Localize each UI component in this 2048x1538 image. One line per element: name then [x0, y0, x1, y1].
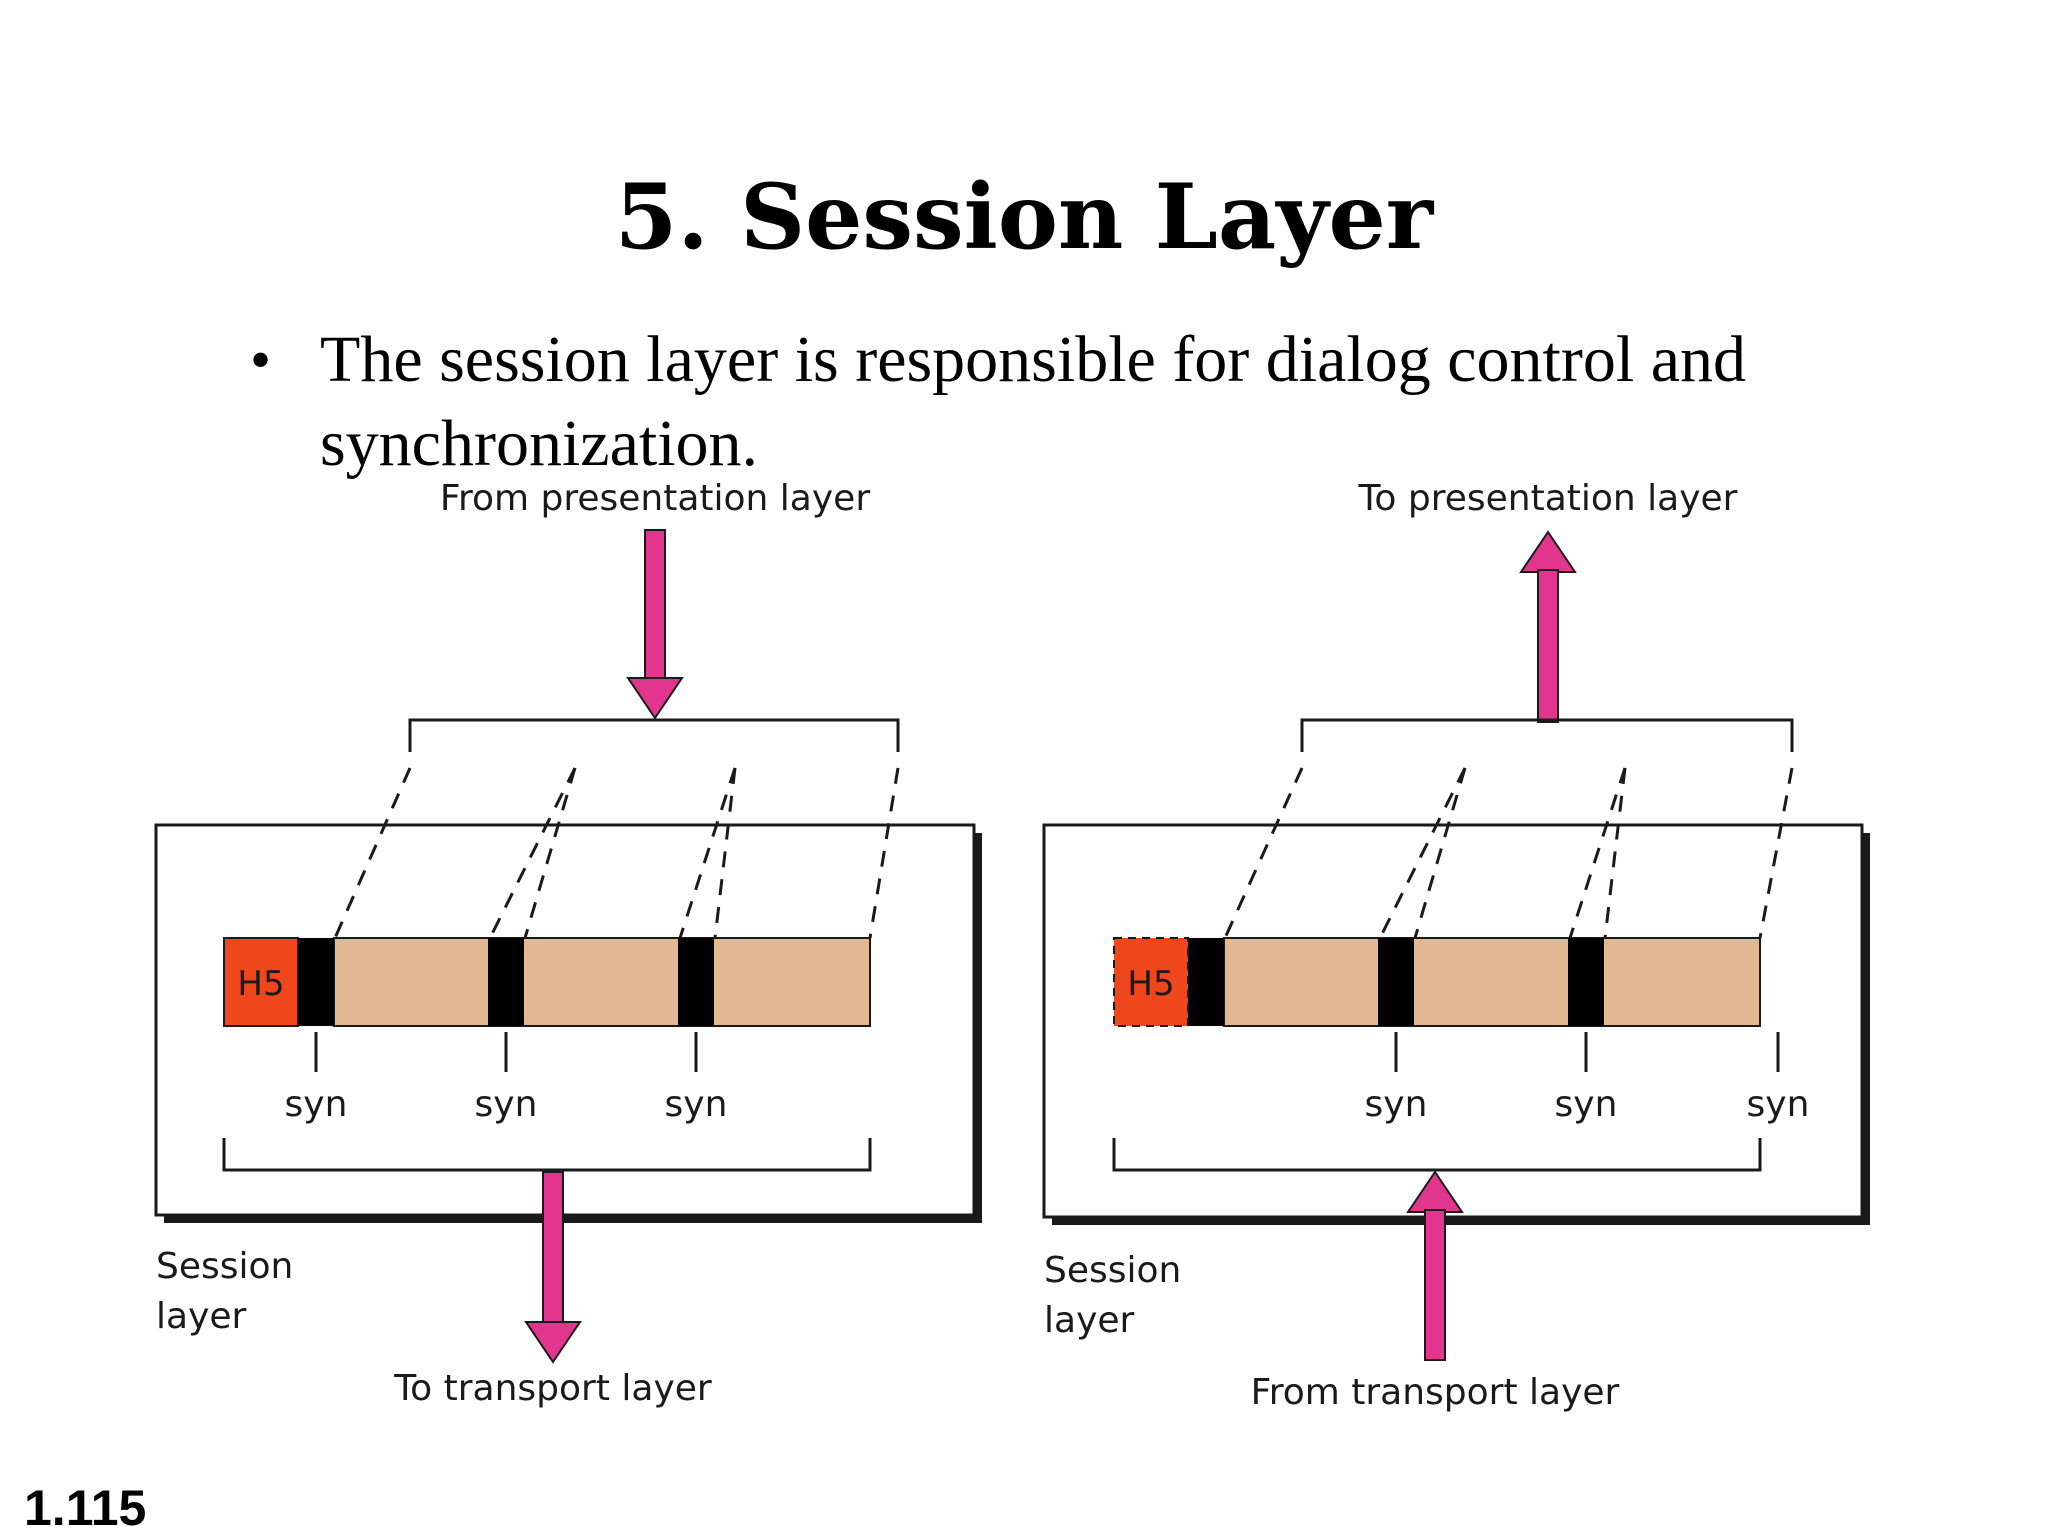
sender-h5-label: H5 [237, 964, 284, 1004]
receiver-syn-ticks [1394, 1032, 1780, 1072]
receiver-transport-arrow [1406, 1170, 1464, 1361]
receiver-h5-label: H5 [1127, 964, 1174, 1004]
sender-dashed-connectors [333, 767, 900, 939]
sender-box-label-line2: layer [156, 1296, 247, 1337]
receiver-data-strip: H5 [1113, 937, 1761, 1027]
sender-data-segment [333, 937, 871, 1027]
sender-top-bracket [408, 718, 900, 752]
receiver-syn-label: syn [1365, 1084, 1428, 1125]
sender-syn-marker-2 [488, 938, 524, 1026]
receiver-syn-label: syn [1555, 1084, 1618, 1125]
sender-bottom-bracket [222, 1138, 872, 1172]
sender-syn-marker-1 [298, 938, 334, 1026]
sender-bottom-label: To transport layer [393, 1368, 712, 1409]
receiver-top-bracket [1300, 718, 1794, 752]
slide-number: 1.115 [24, 1480, 147, 1536]
receiver-syn-label: syn [1747, 1084, 1810, 1125]
receiver-top-label: To presentation layer [1358, 478, 1738, 519]
sender-syn-label: syn [285, 1084, 348, 1125]
sender-h5-header [223, 937, 299, 1027]
receiver-box-label-line1: Session [1044, 1250, 1181, 1291]
receiver-bottom-label: From transport layer [1251, 1372, 1620, 1413]
receiver-dashed-connectors [1223, 767, 1794, 939]
receiver-up-arrow [1519, 530, 1577, 723]
sender-panel: From presentation layer H5 [154, 478, 982, 1409]
receiver-box-label-line2: layer [1044, 1300, 1135, 1341]
slide-title: 5. Session Layer [614, 164, 1434, 270]
bullet-marker: • [250, 327, 272, 393]
sender-syn-label: syn [665, 1084, 728, 1125]
receiver-panel: To presentation layer H5 [1042, 478, 1870, 1413]
receiver-bottom-bracket [1112, 1138, 1762, 1172]
sender-down-arrow [626, 529, 684, 720]
bullet-text: The session layer is responsible for dia… [320, 323, 1746, 480]
sender-syn-marker-3 [678, 938, 714, 1026]
sender-data-strip: H5 [223, 937, 871, 1027]
receiver-data-segment [1223, 937, 1761, 1027]
receiver-syn-marker-3 [1568, 938, 1604, 1026]
sender-syn-label: syn [475, 1084, 538, 1125]
receiver-syn-marker-2 [1378, 938, 1414, 1026]
sender-transport-arrow [524, 1171, 582, 1364]
sender-syn-ticks [314, 1032, 698, 1072]
receiver-syn-marker-1 [1188, 938, 1224, 1026]
sender-box-label-line1: Session [156, 1246, 293, 1287]
sender-top-label: From presentation layer [440, 478, 870, 519]
